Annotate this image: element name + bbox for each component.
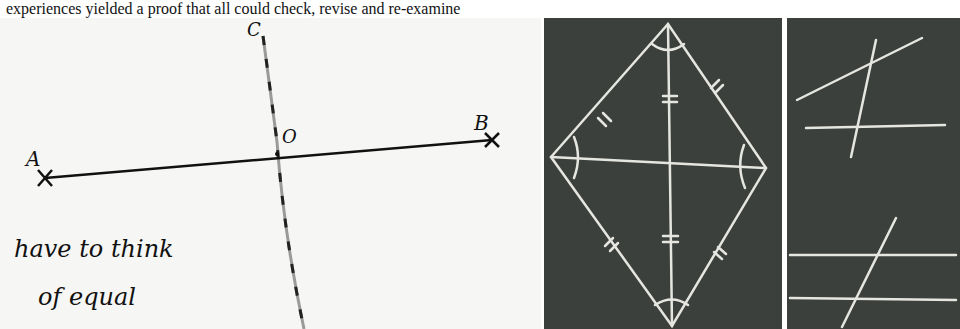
handwritten-note: of equal (38, 284, 136, 310)
panel-gap (541, 18, 544, 329)
segment-ab (45, 140, 492, 178)
point-label: A (26, 148, 40, 170)
blackboard-photo (544, 18, 782, 329)
blackboard-photo (787, 18, 960, 329)
handwritten-note: have to think (14, 236, 174, 262)
paper-sheet (0, 18, 541, 329)
point-b-cross (485, 133, 499, 147)
caption-fragment: experiences yielded a proof that all cou… (6, 0, 460, 18)
arc-dashes (263, 36, 304, 329)
arc-curve (263, 36, 304, 329)
point-label: B (474, 112, 489, 134)
point-a-cross (38, 170, 52, 186)
point-label: C (247, 20, 261, 40)
point-o (275, 152, 279, 156)
point-label: O (282, 127, 297, 147)
panel-gap (782, 18, 787, 329)
transversal-figures (790, 38, 956, 327)
kite-figure (551, 24, 766, 326)
